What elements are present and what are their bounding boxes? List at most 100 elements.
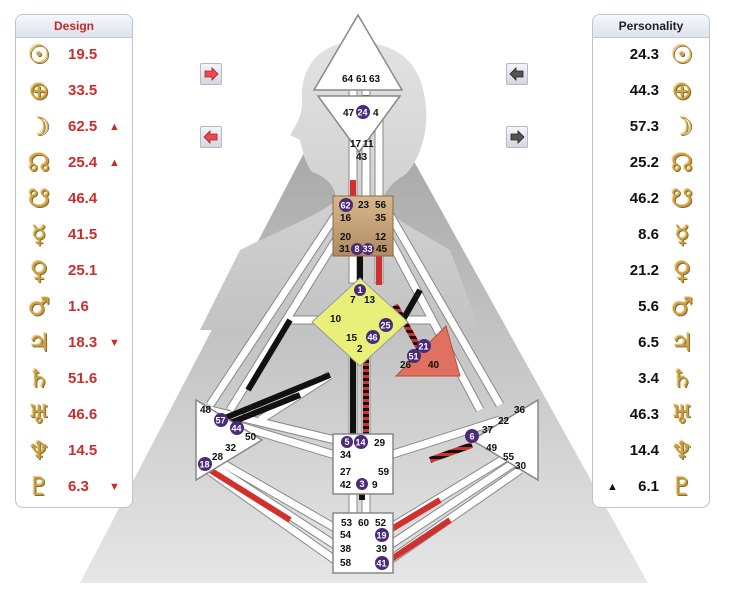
arrow-left-red-icon: [203, 130, 218, 144]
gate-active: 25: [381, 321, 391, 331]
gate: 37: [482, 425, 494, 436]
design-value: 25.4: [68, 154, 98, 171]
channel-design: [388, 497, 442, 533]
gate-active: 8: [355, 244, 360, 254]
channel-design: [208, 467, 292, 523]
personality-row-saturn: ♄ 3.4: [593, 361, 709, 397]
design-row-sun: ☉ 19.5: [16, 37, 132, 73]
channel-design: [392, 303, 423, 352]
gate: 54: [340, 530, 352, 541]
design-value: 6.3: [68, 478, 89, 495]
gate: 40: [428, 360, 440, 371]
solar-plexus-center: [470, 398, 539, 482]
channel-design: [428, 442, 474, 463]
channel-design: [245, 318, 293, 392]
gate-active: 33: [363, 244, 373, 254]
gate: 53: [341, 518, 353, 529]
design-row-moon: ☽ 62.5 ▲: [16, 109, 132, 145]
personality-row-earth: ⊕ 44.3: [593, 73, 709, 109]
design-value: 33.5: [68, 82, 98, 99]
gate: 64: [342, 74, 354, 85]
pluto-icon: ♇: [670, 472, 694, 501]
channel-design: [218, 372, 332, 423]
gate: 20: [340, 232, 352, 243]
saturn-icon: ♄: [670, 364, 694, 393]
personality-value: 21.2: [629, 262, 659, 279]
personality-row-uranus: ♅ 46.3: [593, 397, 709, 433]
gate: 22: [498, 416, 510, 427]
gate: 50: [245, 432, 257, 443]
gate-active: 57: [216, 416, 226, 426]
personality-panel: Personality ☉ 24.3 ⊕ 44.3 ☽ 57.3 ☊ 25.2 …: [592, 14, 710, 508]
design-row-neptune: ♆ 14.5: [16, 433, 132, 469]
neptune-icon: ♆: [670, 436, 694, 465]
moon-icon: ☽: [27, 112, 51, 141]
gate-active: 44: [232, 424, 242, 434]
jupiter-icon: ♃: [27, 328, 51, 357]
spleen-center: [195, 398, 264, 482]
personality-value: 6.1: [638, 478, 659, 495]
venus-icon: ♀: [672, 256, 692, 285]
gate: 32: [225, 443, 237, 454]
head-center: [312, 13, 404, 91]
personality-forward-button[interactable]: [506, 126, 528, 148]
design-row-jupiter: ♃ 18.3 ▼: [16, 325, 132, 361]
gate: 23: [358, 200, 370, 211]
gate-active: 6: [470, 432, 475, 442]
gate: 63: [369, 74, 381, 85]
gate: 10: [330, 314, 342, 325]
neptune-icon: ♆: [27, 436, 51, 465]
design-row-north-node: ☊ 25.4 ▲: [16, 145, 132, 181]
gate: 17: [350, 139, 362, 150]
design-row-earth: ⊕ 33.5: [16, 73, 132, 109]
sun-icon: ☉: [670, 40, 694, 69]
north-node-icon: ☊: [670, 148, 694, 177]
personality-value: 44.3: [629, 82, 659, 99]
gate: 61: [356, 74, 368, 85]
personality-value: 5.6: [638, 298, 659, 315]
design-panel: Design ☉ 19.5 ⊕ 33.5 ☽ 62.5 ▲ ☊ 25.4 ▲ ☋…: [15, 14, 133, 508]
earth-icon: ⊕: [28, 76, 50, 105]
pluto-icon: ♇: [27, 472, 51, 501]
gate-labels: 64 61 63 47 24 4 17 11 43 62 23 56 16 35…: [198, 74, 527, 570]
design-value: 62.5: [68, 118, 98, 135]
mars-icon: ♂: [27, 292, 51, 321]
arrow-up-icon: ▲: [109, 157, 120, 169]
design-value: 1.6: [68, 298, 89, 315]
personality-value: 24.3: [629, 46, 659, 63]
gate: 55: [503, 452, 515, 463]
gate-active: 21: [419, 342, 429, 352]
mercury-icon: ☿: [674, 220, 690, 249]
south-node-icon: ☋: [670, 184, 694, 213]
venus-icon: ♀: [29, 256, 49, 285]
personality-value: 25.2: [629, 154, 659, 171]
gate: 56: [375, 200, 387, 211]
arrow-right-red-icon: [204, 67, 219, 81]
arrow-left-gray-icon: [509, 67, 524, 81]
personality-value: 3.4: [638, 370, 659, 387]
personality-row-venus: ♀ 21.2: [593, 253, 709, 289]
ajna-center: [316, 95, 402, 154]
personality-row-jupiter: ♃ 6.5: [593, 325, 709, 361]
design-value: 18.3: [68, 334, 98, 351]
design-row-uranus: ♅ 46.6: [16, 397, 132, 433]
design-row-saturn: ♄ 51.6: [16, 361, 132, 397]
mercury-icon: ☿: [31, 220, 47, 249]
gate: 11: [363, 139, 374, 150]
arrow-up-icon: ▲: [607, 481, 618, 493]
gate: 31: [339, 244, 351, 255]
earth-icon: ⊕: [671, 76, 693, 105]
gate: 7: [350, 295, 356, 306]
design-back-button[interactable]: [200, 126, 222, 148]
arrow-right-gray-icon: [510, 130, 525, 144]
gate-active: 18: [200, 460, 210, 470]
design-forward-button[interactable]: [200, 63, 222, 85]
gate-active: 1: [358, 285, 363, 295]
north-node-icon: ☊: [27, 148, 51, 177]
design-value: 25.1: [68, 262, 98, 279]
saturn-icon: ♄: [27, 364, 51, 393]
gate: 38: [340, 544, 352, 555]
gate: 35: [375, 213, 387, 224]
personality-back-button[interactable]: [506, 63, 528, 85]
uranus-icon: ♅: [27, 400, 51, 429]
